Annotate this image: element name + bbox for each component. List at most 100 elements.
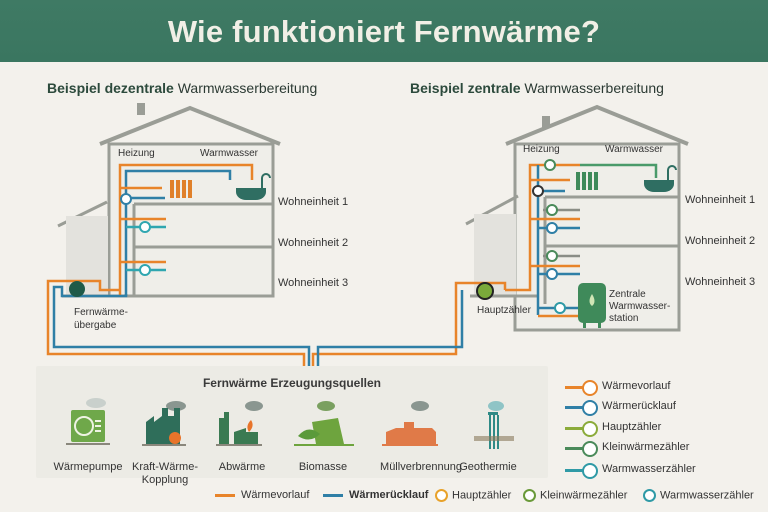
legend-bottom-warmwasserzaehler: Warmwasserzähler <box>643 489 754 502</box>
legend-label: Kleinwärmezähler <box>602 441 690 453</box>
waste-heat-icon <box>216 401 263 446</box>
source-label-waste-heat: Abwärme <box>218 461 266 473</box>
source-label-chp-1: Kraft-Wärme- <box>132 461 198 473</box>
legend-label: Wärmerücklauf <box>349 489 429 501</box>
right-meter-rad <box>532 185 544 197</box>
right-radiator-icon <box>576 172 598 190</box>
legend-label: Wärmevorlauf <box>602 380 671 392</box>
left-bathtub-icon <box>236 173 271 200</box>
left-subtitle: Beispiel dezentrale Warmwasserbereitung <box>47 80 317 96</box>
right-station-label-3: station <box>609 313 639 324</box>
meter-icon <box>582 463 598 479</box>
left-district-supply <box>46 279 306 366</box>
chp-plant-icon <box>142 401 186 446</box>
right-unit-1-label: Wohneinheit 1 <box>685 194 756 206</box>
left-meter-u1 <box>120 193 132 205</box>
meter-icon <box>582 421 598 437</box>
right-meter-u2-dhw <box>546 250 558 262</box>
source-label-heat-pump: Wärmepumpe <box>53 461 123 473</box>
legend-bottom-kleinwaermezaehler: Kleinwärmezähler <box>523 489 628 502</box>
right-station-label-1: Zentrale <box>609 289 646 300</box>
right-water-tank-icon <box>578 283 606 328</box>
sources-icons <box>66 398 514 449</box>
meter-icon <box>582 380 598 396</box>
left-warmwasser-label: Warmwasser <box>200 148 258 159</box>
right-roof <box>505 104 689 146</box>
right-warmwasser-label: Warmwasser <box>605 144 663 155</box>
legend-label: Hauptzähler <box>602 421 662 433</box>
left-pipes <box>46 163 311 366</box>
left-unit-1-label: Wohneinheit 1 <box>278 196 349 208</box>
incineration-icon <box>382 401 438 446</box>
left-roof <box>99 105 281 146</box>
legend-line <box>565 427 585 430</box>
sources-title: Fernwärme Erzeugungsquellen <box>202 376 382 390</box>
right-subtitle: Beispiel zentrale Warmwasserbereitung <box>410 80 664 96</box>
legend-line <box>215 493 235 497</box>
left-transfer-label-2: übergabe <box>74 320 117 331</box>
legend-line <box>323 493 343 497</box>
left-transfer-label-1: Fernwärme- <box>74 307 128 318</box>
left-transfer-station-icon <box>69 281 85 297</box>
left-return-main <box>124 169 232 296</box>
source-label-chp: Kraft-Wärme-Kopplung <box>125 461 205 487</box>
legend-bottom-ruecklauf: Wärmerücklauf <box>323 489 428 501</box>
legend-item-warmwasserzaehler: Warmwasserzähler <box>565 461 765 481</box>
biomass-icon <box>294 401 354 446</box>
right-bathtub-icon <box>644 165 677 192</box>
meter-icon <box>435 489 448 502</box>
right-main-meter-icon <box>476 282 494 300</box>
right-subtitle-rest: Warmwasserbereitung <box>524 80 664 96</box>
left-unit-2-label: Wohneinheit 2 <box>278 237 349 249</box>
meter-icon <box>643 489 656 502</box>
right-heizung-label: Heizung <box>523 144 560 155</box>
legend-line <box>565 469 585 472</box>
source-label-chp-2: Kopplung <box>141 474 189 486</box>
meter-icon <box>582 400 598 416</box>
right-unit-3-label: Wohneinheit 3 <box>685 276 756 288</box>
meter-icon <box>523 489 536 502</box>
right-meter-top <box>544 159 556 171</box>
left-heizung-label: Heizung <box>118 148 155 159</box>
legend-label: Wärmevorlauf <box>241 489 310 501</box>
right-chimney <box>542 116 550 128</box>
right-main-meter-label: Hauptzähler <box>477 305 531 316</box>
right-station-label-2: Warmwasser- <box>609 301 671 312</box>
left-unit-3-label: Wohneinheit 3 <box>278 277 349 289</box>
legend-item-ruecklauf: Wärmerücklauf <box>565 398 765 418</box>
legend-label: Warmwasserzähler <box>602 463 696 475</box>
generation-sources-panel: Fernwärme Erzeugungsquellen <box>36 366 548 486</box>
right-dhw-line <box>580 163 658 178</box>
right-meter-u2 <box>546 268 558 280</box>
left-radiator-icon <box>170 180 192 198</box>
legend-line <box>565 447 585 450</box>
left-district-return <box>52 285 311 366</box>
legend-item-vorlauf: Wärmevorlauf <box>565 378 765 398</box>
header-banner: Wie funktioniert Fernwärme? <box>0 0 768 62</box>
legend-label: Kleinwärmezähler <box>540 489 628 502</box>
right-meter-u1-dhw <box>546 204 558 216</box>
page-title: Wie funktioniert Fernwärme? <box>167 14 601 49</box>
legend-bottom-hauptzaehler: Hauptzähler <box>435 489 512 502</box>
right-subtitle-bold: Beispiel zentrale <box>410 80 521 96</box>
source-label-biomass: Biomasse <box>298 461 348 473</box>
right-meter-u1 <box>546 222 558 234</box>
legend-line <box>565 406 585 409</box>
left-chimney <box>137 103 145 115</box>
legend-bottom-vorlauf: Wärmevorlauf <box>215 489 309 501</box>
right-district-return <box>316 290 464 366</box>
source-label-incineration: Müllverbrennung <box>380 461 462 473</box>
right-meter-station <box>554 302 566 314</box>
meter-icon <box>582 441 598 457</box>
left-supply-main <box>118 163 254 296</box>
legend-label: Warmwasserzähler <box>660 489 754 502</box>
left-meter-u2 <box>139 221 151 233</box>
geothermal-icon <box>474 401 514 449</box>
legend-line <box>565 386 585 389</box>
legend-label: Hauptzähler <box>452 489 512 502</box>
legend-item-kleinwaermezaehler: Kleinwärmezähler <box>565 439 765 459</box>
left-subtitle-bold: Beispiel dezentrale <box>47 80 174 96</box>
left-meter-u3 <box>139 264 151 276</box>
legend-item-hauptzaehler: Hauptzähler <box>565 419 765 439</box>
